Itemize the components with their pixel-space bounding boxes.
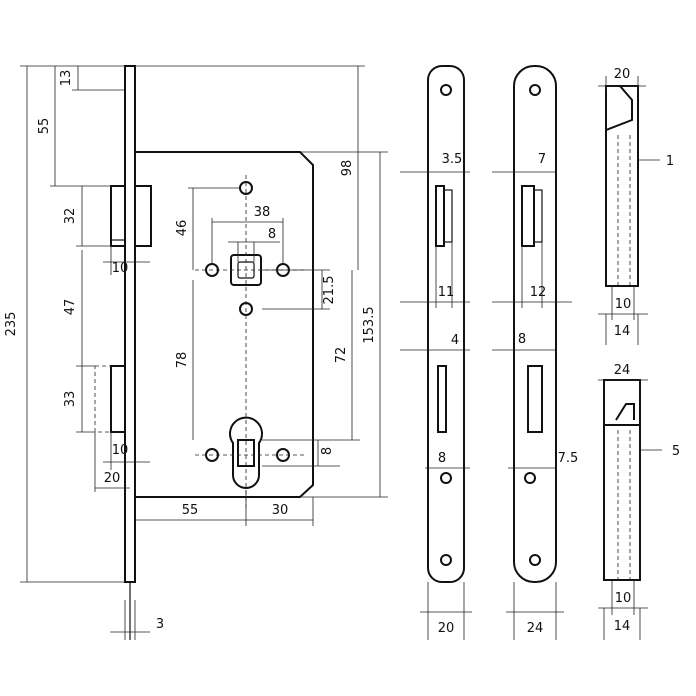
dim-side-bolt-gap: 5 (672, 444, 680, 459)
dim-round-latch-depth: 12 (530, 285, 547, 300)
dim-side-latch-width: 20 (614, 67, 631, 82)
deadbolt (110, 365, 126, 433)
cylinder-cutout (229, 416, 263, 489)
faceplate-strip (124, 65, 136, 583)
main-lock-view: 235 13 55 32 10 47 33 10 20 (4, 65, 388, 640)
dim-side-latch-gap: 1 (666, 154, 674, 169)
dim-case-height: 153.5 (362, 306, 377, 343)
dim-plate-thickness: 3 (156, 617, 164, 632)
lock-case (135, 151, 314, 498)
dim-total-height: 235 (4, 312, 19, 337)
latch-rear (134, 185, 152, 247)
dim-distance-72: 72 (334, 347, 349, 364)
round-latch-slot (521, 185, 535, 247)
dim-backset: 55 (182, 503, 199, 518)
dim-side-bolt-base: 14 (614, 619, 631, 634)
dim-side-bolt-width: 24 (614, 363, 631, 378)
dim-follower-width: 38 (254, 205, 271, 220)
dim-flat-bolt-pin: 8 (438, 451, 446, 466)
dim-round-bolt-width: 8 (518, 332, 526, 347)
latch (110, 185, 126, 247)
dim-round-latch-width: 7 (538, 152, 546, 167)
dim-rear: 30 (272, 503, 289, 518)
dim-side-latch-depth: 10 (615, 297, 632, 312)
dim-latch-height: 32 (63, 208, 78, 225)
dim-flat-bolt-width: 4 (451, 333, 459, 348)
dim-case-top: 98 (340, 160, 355, 177)
dim-cylinder-pin: 8 (320, 447, 335, 455)
side-latch-view: 1 20 10 14 (598, 67, 674, 345)
faceplate-round (513, 65, 557, 583)
dim-round-bolt-offset: 7.5 (558, 451, 579, 466)
dim-upper-gap: 55 (37, 118, 52, 135)
dim-follower-square: 8 (268, 227, 276, 242)
side-bolt-view: 24 5 10 14 (598, 363, 680, 640)
dim-side-bolt-depth: 10 (615, 591, 632, 606)
faceplate-round-view: 7 12 8 7.5 24 (492, 65, 579, 640)
flat-bolt-slot (437, 365, 447, 433)
dim-between: 47 (63, 299, 78, 316)
dim-latch-depth: 10 (112, 261, 129, 276)
dim-bolt-height: 33 (63, 391, 78, 408)
dim-bolt-throw: 20 (104, 471, 121, 486)
dim-flat-plate-width: 20 (438, 621, 455, 636)
side-latch-head (605, 85, 633, 132)
dim-offset-small: 21.5 (322, 276, 337, 305)
flat-latch-slot (435, 185, 445, 247)
faceplate-flat-view: 3.5 11 4 8 20 (400, 65, 472, 640)
dim-round-plate-width: 24 (527, 621, 544, 636)
dim-flat-latch-width: 3.5 (442, 152, 463, 167)
dim-flat-latch-depth: 11 (438, 285, 455, 300)
dim-distance-78: 78 (175, 352, 190, 369)
dim-top-offset: 13 (59, 70, 74, 87)
dim-side-latch-base: 14 (614, 324, 631, 339)
round-bolt-slot (527, 365, 543, 433)
dim-hole-spacing: 46 (175, 220, 190, 237)
dim-bolt-depth: 10 (112, 443, 129, 458)
faceplate-flat (427, 65, 465, 583)
